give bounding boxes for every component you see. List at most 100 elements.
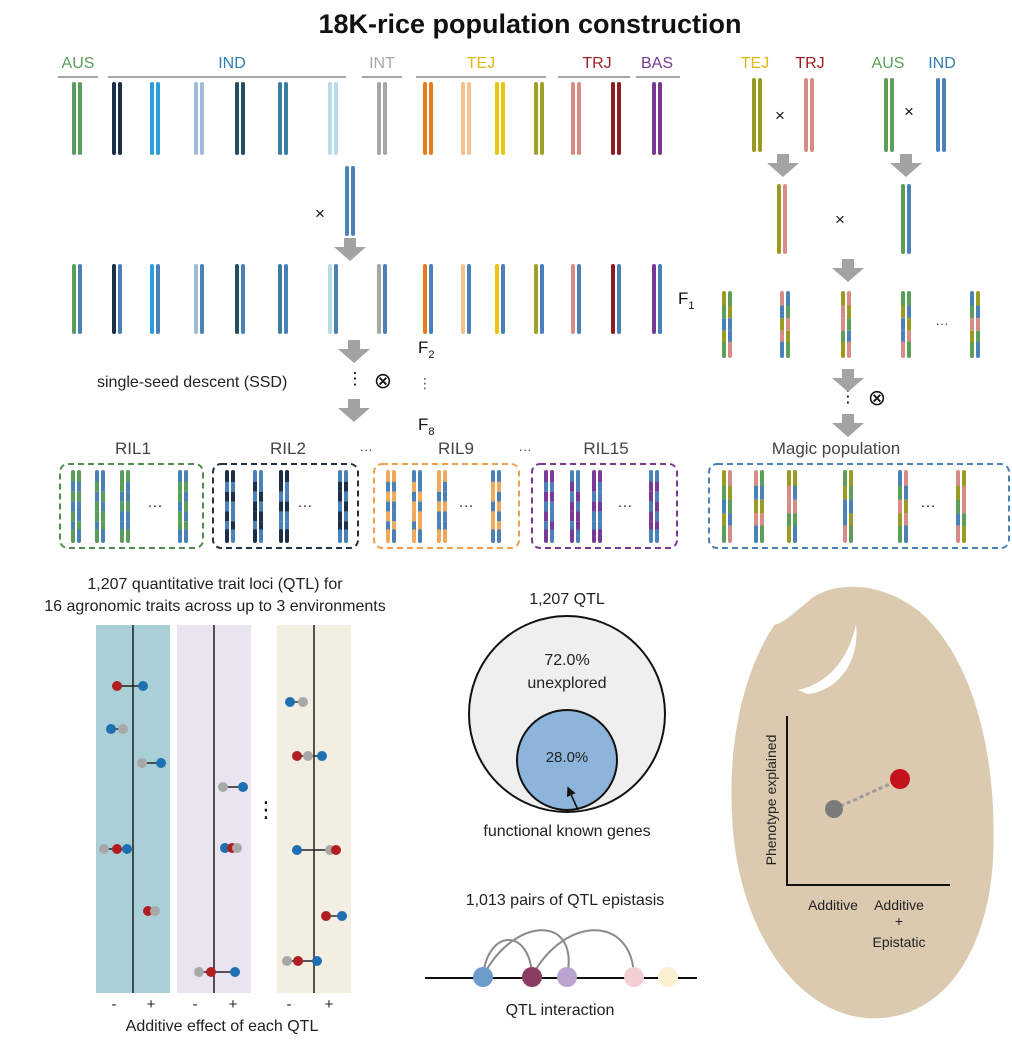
parent-chromosomes: [72, 82, 662, 236]
qtl-header-line1: 1,207 quantitative trait loci (QTL) for: [87, 576, 343, 593]
venn-outer-label: unexplored: [527, 675, 606, 692]
magic-population-box: [708, 463, 1010, 549]
qtl-effect-dot: [206, 967, 216, 977]
group-label-aus: AUS: [62, 55, 95, 72]
cross-symbol-magic-3: ×: [835, 210, 845, 229]
epistasis-arc-1: [482, 939, 533, 977]
epistasis-arc-2: [482, 929, 570, 977]
qtl-effect-dot: [293, 956, 303, 966]
qtl-effect-dot: [303, 751, 313, 761]
cross-symbol-magic-1: ×: [775, 106, 785, 125]
f8-label: F8: [418, 415, 435, 438]
rice-grain-highlight: [798, 624, 857, 694]
magic-more-dots: ···: [921, 497, 936, 514]
qtl-effect-dot: [331, 845, 341, 855]
qtl-effect-dot: [282, 956, 292, 966]
qtl-effect-dot: [112, 844, 122, 854]
selfing-symbol-left: ⊗: [374, 368, 392, 393]
magic-f1-dots: ···: [936, 316, 949, 331]
group-label-trj: TRJ: [582, 55, 611, 72]
qtl-minus-2: -: [193, 996, 198, 1013]
arrow-down-icon: [832, 369, 864, 392]
qtl-effect-dot: [118, 724, 128, 734]
qtl-effect-dot: [285, 697, 295, 707]
epistasis-node-1: [473, 967, 493, 987]
ril-box: [531, 463, 678, 549]
qtl-effect-dot: [232, 843, 242, 853]
venn-inner-label: functional known genes: [483, 823, 650, 840]
qtl-effect-dot: [218, 782, 228, 792]
ril-dots-2: ···: [519, 442, 532, 457]
qtl-effect-dot: [122, 844, 132, 854]
phenotype-ylabel: Phenotype explained: [763, 735, 779, 866]
rice-grain-notch: [758, 580, 812, 626]
cross-symbol-left: ×: [315, 204, 325, 223]
f1-label: F1: [678, 289, 695, 312]
magic-population-label: Magic population: [772, 439, 901, 458]
ril-dots-1: ···: [360, 442, 373, 457]
qtl-effect-dot: [337, 911, 347, 921]
ssd-label: single-seed descent (SSD): [97, 374, 287, 391]
qtl-plus-3: +: [325, 996, 334, 1013]
ril-label-2: RIL2: [270, 439, 306, 458]
f1-subscript: 1: [688, 300, 694, 312]
qtl-minus-1: -: [112, 996, 117, 1013]
group-label-tej: TEJ: [467, 55, 495, 72]
selfing-symbol-magic: ⊗: [868, 385, 886, 410]
magic-parent-label-ind: IND: [928, 55, 956, 72]
arrow-down-icon: [832, 259, 864, 282]
magic-parent-label-aus: AUS: [872, 55, 905, 72]
ril-chromosomes: ············: [71, 470, 659, 543]
magic-parent-label-tej: TEJ: [741, 55, 769, 72]
arrow-down-icon: [334, 238, 366, 261]
f2-letter: F: [418, 338, 428, 357]
epistasis-node-2: [522, 967, 542, 987]
qtl-effect-dot: [99, 844, 109, 854]
phenotype-xlabel-2a: Additive: [874, 897, 924, 913]
qtl-effect-dot: [312, 956, 322, 966]
f1-letter: F: [678, 289, 688, 308]
venn-outer-pct: 72.0%: [544, 652, 589, 669]
ril-label-1: RIL1: [115, 439, 151, 458]
magic-parent-label-trj: TRJ: [795, 55, 824, 72]
f8-letter: F: [418, 415, 428, 434]
qtl-effect-dot: [112, 681, 122, 691]
phenotype-xlabel-1: Additive: [808, 897, 858, 913]
group-label-int: INT: [369, 55, 395, 72]
group-label-ind: IND: [218, 55, 246, 72]
f1-chromosomes: [72, 264, 662, 334]
phenotype-xlabel-2b: +: [895, 913, 903, 929]
ril-box: [212, 463, 359, 549]
group-header: AUS IND INT TEJ TRJ BAS TEJ TRJ AUS IND: [58, 55, 956, 78]
qtl-effect-dot: [194, 967, 204, 977]
qtl-panel-dots: ⋮: [255, 797, 277, 822]
arrow-down-icon: [338, 340, 370, 363]
venn-pointer-arrow: [566, 786, 579, 811]
ril-label-15: RIL15: [583, 439, 628, 458]
epistasis-node-4: [624, 967, 644, 987]
qtl-effect-dot: [230, 967, 240, 977]
phenotype-connector: [833, 778, 900, 811]
venn-inner-circle: [516, 709, 618, 811]
epistasis-node-5: [658, 967, 678, 987]
ril-more-dots: ···: [618, 497, 633, 514]
ssd-dots: ⋮: [347, 369, 364, 388]
qtl-effect-dot: [138, 681, 148, 691]
qtl-effect-dot: [238, 782, 248, 792]
arrow-down-icon: [767, 154, 799, 177]
rice-grain-shape: [731, 586, 994, 1019]
epistasis-node-3: [557, 967, 577, 987]
qtl-effect-dot: [137, 758, 147, 768]
magic-dots: ⋮: [840, 387, 857, 406]
ril-more-dots: ···: [148, 497, 163, 514]
qtl-xlabel: Additive effect of each QTL: [126, 1018, 319, 1035]
phenotype-point-epistatic: [890, 769, 910, 789]
qtl-effect-dot: [150, 906, 160, 916]
qtl-effect-dot: [143, 906, 153, 916]
ssd-dots-right: ⋮: [418, 375, 432, 391]
phenotype-point-additive: [825, 800, 843, 818]
qtl-effect-dots: [99, 681, 347, 977]
qtl-effect-dot: [292, 845, 302, 855]
f8-subscript: 8: [428, 426, 434, 438]
qtl-minus-3: -: [287, 996, 292, 1013]
